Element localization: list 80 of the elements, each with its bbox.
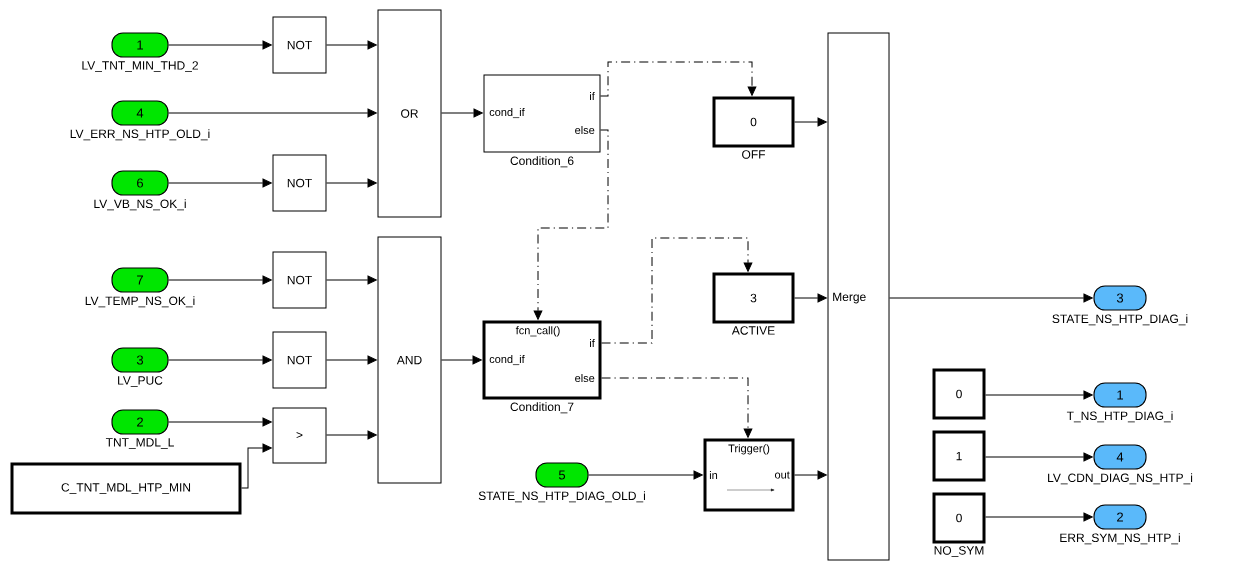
block-box: 1: [932, 430, 986, 482]
block-label: LV_PUC: [118, 376, 163, 387]
block-label: STATE_NS_HTP_DIAG_i: [1052, 314, 1188, 326]
connector-arrow: [168, 178, 272, 188]
connector-arrow: [601, 237, 753, 344]
block-box: 0: [712, 96, 795, 148]
connector-arrow: [168, 417, 272, 427]
connector-arrow: [441, 355, 482, 365]
block-box: AND: [377, 236, 442, 484]
connector-arrow: [168, 40, 272, 50]
block-label: LV_TNT_MIN_THD_2: [82, 61, 198, 72]
outport-pill: 1: [1093, 382, 1147, 408]
block-box: >: [272, 407, 327, 464]
connector-arrow: [600, 61, 757, 97]
connector-arrow: [889, 293, 1093, 303]
block-label: ACTIVE: [731, 326, 775, 335]
block-label: T_NS_HTP_DIAG_i: [1066, 411, 1173, 423]
connector-arrow: [533, 129, 609, 320]
block-box: NOT: [272, 331, 327, 389]
connector-arrow: [794, 117, 827, 127]
node-label: else: [575, 373, 595, 383]
inport-pill: 6: [111, 170, 169, 196]
connector-arrow: [326, 355, 377, 365]
connector-arrow: [326, 430, 377, 440]
inport-pill: 5: [535, 462, 589, 488]
block-box: fcn_call() if cond_if else: [482, 320, 602, 400]
connector-arrow: [326, 275, 377, 285]
inport-pill: 4: [111, 100, 169, 126]
node-label: Trigger(): [728, 444, 770, 455]
connector-arrow: [985, 390, 1093, 400]
outport-pill: 3: [1093, 285, 1147, 311]
connector-arrow: [168, 275, 272, 285]
inport-pill: 2: [111, 409, 169, 435]
node-label: in: [709, 471, 718, 479]
block-box: 0: [932, 368, 986, 420]
inport-pill: 3: [111, 347, 169, 373]
block-box: C_TNT_MDL_HTP_MIN: [10, 462, 242, 515]
connector-arrow: [588, 470, 703, 480]
connector-arrow: [601, 377, 753, 438]
block-box: Merge: [827, 32, 890, 561]
block-label: LV_TEMP_NS_OK_i: [85, 296, 195, 308]
block-label: LV_VB_NS_OK_i: [94, 199, 186, 211]
connector-arrow: [241, 443, 272, 489]
node-label: fcn_call(): [515, 326, 560, 337]
connector-arrow: [326, 40, 377, 50]
connector-arrow: [168, 355, 272, 365]
block-label: LV_CDN_DIAG_NS_HTP_i: [1048, 473, 1193, 485]
node-label: cond_if: [489, 354, 525, 366]
connector-arrow: [794, 293, 827, 303]
connector-arrow: [985, 512, 1093, 522]
block-label: Condition_7: [510, 402, 574, 414]
outport-pill: 4: [1093, 444, 1147, 470]
node-label: if: [590, 339, 595, 347]
block-box: NOT: [272, 154, 327, 212]
block-label: OFF: [742, 150, 766, 159]
block-box: 0: [932, 492, 986, 544]
node-label: if: [590, 92, 595, 100]
block-label: NO_SYM: [934, 546, 984, 557]
node-label: else: [575, 125, 595, 135]
connector-arrow: [794, 470, 827, 480]
connector-arrow: [168, 108, 377, 118]
connector-arrow: [326, 178, 377, 188]
block-label: TNT_MDL_L: [105, 438, 174, 449]
connector-arrow: [985, 452, 1093, 462]
block-box: if cond_if else: [483, 74, 601, 153]
connector-arrow: [441, 108, 483, 118]
block-box: Trigger() in out: [703, 438, 795, 512]
block-label: Condition_6: [510, 156, 574, 168]
node-label: cond_if: [489, 107, 525, 119]
inport-pill: 7: [111, 267, 169, 293]
block-box: 3: [712, 272, 795, 324]
node-label: out: [774, 471, 790, 479]
outport-pill: 2: [1093, 504, 1147, 530]
block-box: NOT: [272, 16, 327, 74]
inport-pill: 1: [111, 32, 169, 58]
block-label: STATE_NS_HTP_DIAG_OLD_i: [478, 491, 645, 503]
block-box: NOT: [272, 251, 327, 309]
block-label: ERR_SYM_NS_HTP_i: [1060, 533, 1180, 545]
block-label: LV_ERR_NS_HTP_OLD_i: [70, 129, 210, 141]
block-box: OR: [377, 9, 442, 218]
